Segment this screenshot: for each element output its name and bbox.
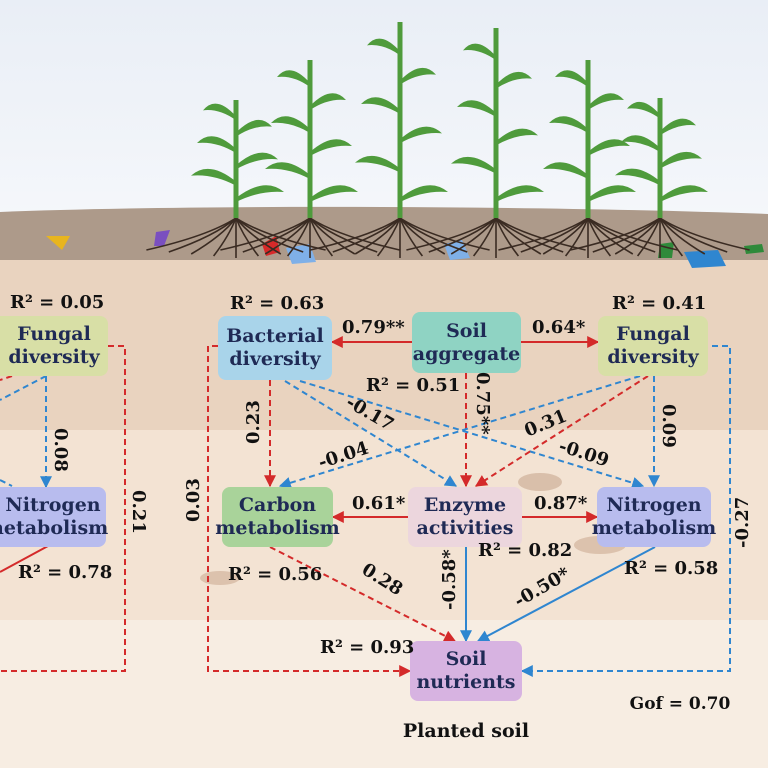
coef-enzyme-to-nitrogen: 0.87* (534, 493, 588, 514)
node-label-line: metabolism (591, 517, 717, 539)
node-label-line: metabolism (215, 517, 340, 539)
plastic-fragment (154, 230, 170, 246)
arrow-bacterial-to-nutrients (207, 345, 412, 677)
arrow-fungal-to-enzyme (474, 375, 649, 487)
corn-plants (146, 22, 750, 258)
node-label-line: diversity (607, 346, 699, 368)
plastic-fragment (46, 236, 70, 250)
soil-pebble (518, 473, 562, 491)
node-nitrogen-metabolism: Nitrogen metabolism (592, 487, 716, 547)
arrow-nitrogen-to-nutrients (476, 546, 656, 642)
r2-nitrogen: R² = 0.58 (624, 558, 719, 579)
node-left-fungal-diversity: Fungal diversity (0, 316, 108, 376)
corn-plant (570, 98, 750, 258)
panel-caption: Planted soil (403, 720, 529, 742)
coef-bacterial-to-carbon: 0.23 (243, 400, 264, 444)
coef-enzyme-to-nutrients: -0.58* (439, 549, 460, 610)
arrow-left-nitrogen-partial (0, 545, 49, 573)
arrow-left-fungal-to-nutrients (0, 345, 126, 672)
soil-layer-3 (0, 620, 768, 768)
coef-enzyme-to-carbon: 0.61* (352, 493, 406, 514)
sky-background (0, 0, 768, 240)
coef-left-fungal-to-nutrients: 0.21 (128, 490, 149, 534)
node-label-line: Carbon (238, 494, 317, 516)
coef-aggregate-to-bacterial: 0.79** (342, 317, 405, 338)
r2-aggregate: R² = 0.51 (366, 375, 461, 396)
node-label-line: diversity (229, 348, 321, 370)
coef-aggregate-to-fungal: 0.64* (532, 317, 586, 338)
corn-plant (146, 100, 326, 258)
path-arrows (0, 336, 731, 677)
arrow-left-fungal-partial (0, 375, 47, 401)
coef-left-fungal-to-nitrogen: 0.08 (50, 428, 71, 472)
r2-carbon: R² = 0.56 (228, 564, 323, 585)
node-label-line: nutrients (416, 671, 516, 693)
node-enzyme-activities: Enzyme activities (408, 487, 522, 547)
gof-value: Gof = 0.70 (630, 694, 731, 714)
node-label-line: Nitrogen (5, 494, 101, 516)
corn-plant (220, 60, 400, 258)
node-label-line: activities (416, 517, 514, 539)
node-left-nitrogen-metabolism: Nitrogen metabolism (0, 487, 109, 547)
r2-bacterial: R² = 0.63 (230, 293, 325, 314)
corn-plant (310, 22, 490, 258)
node-label-line: Enzyme (423, 494, 507, 516)
coef-bacterial-to-nutrients: 0.03 (183, 478, 204, 522)
node-label-line: Nitrogen (606, 494, 702, 516)
node-label-line: Fungal (616, 323, 690, 345)
node-label-line: Fungal (17, 323, 91, 345)
r2-nutrients: R² = 0.93 (320, 637, 415, 658)
arrow-fungal-to-carbon (278, 375, 641, 489)
node-label-line: Soil (445, 648, 487, 670)
node-soil-aggregate: Soil aggregate (412, 312, 521, 373)
r2-left-nitrogen: R² = 0.78 (18, 562, 113, 583)
coef-fungal-to-nutrients: -0.27 (732, 496, 753, 548)
plastic-fragment (684, 250, 726, 268)
plastic-fragment (744, 244, 764, 254)
corn-plant (406, 28, 586, 258)
soil-pebble (200, 571, 240, 585)
node-label-line: aggregate (412, 342, 521, 365)
node-fungal-diversity: Fungal diversity (598, 316, 708, 376)
node-soil-nutrients: Soil nutrients (410, 641, 522, 701)
r2-left-fungal: R² = 0.05 (10, 292, 105, 313)
arrow-fungal-to-nutrients (520, 345, 731, 677)
arrow-carbon-to-nutrients (269, 546, 457, 642)
coef-fungal-to-nitrogen: 0.09 (658, 404, 679, 448)
arrow-bacterial-to-enzyme (284, 380, 458, 487)
node-label-line: Bacterial (226, 325, 324, 347)
node-label-line: Soil (446, 319, 487, 342)
node-carbon-metabolism: Carbon metabolism (215, 487, 340, 547)
node-label-line: diversity (8, 346, 100, 368)
node-label-line: metabolism (0, 517, 109, 539)
arrow-left-partial (0, 479, 13, 487)
arrow-left-fungal-partial-red (0, 375, 13, 381)
r2-enzyme: R² = 0.82 (478, 540, 573, 561)
node-bacterial-diversity: Bacterial diversity (218, 316, 332, 380)
r2-fungal: R² = 0.41 (612, 293, 707, 314)
coef-aggregate-to-enzyme: 0.75** (472, 372, 493, 435)
